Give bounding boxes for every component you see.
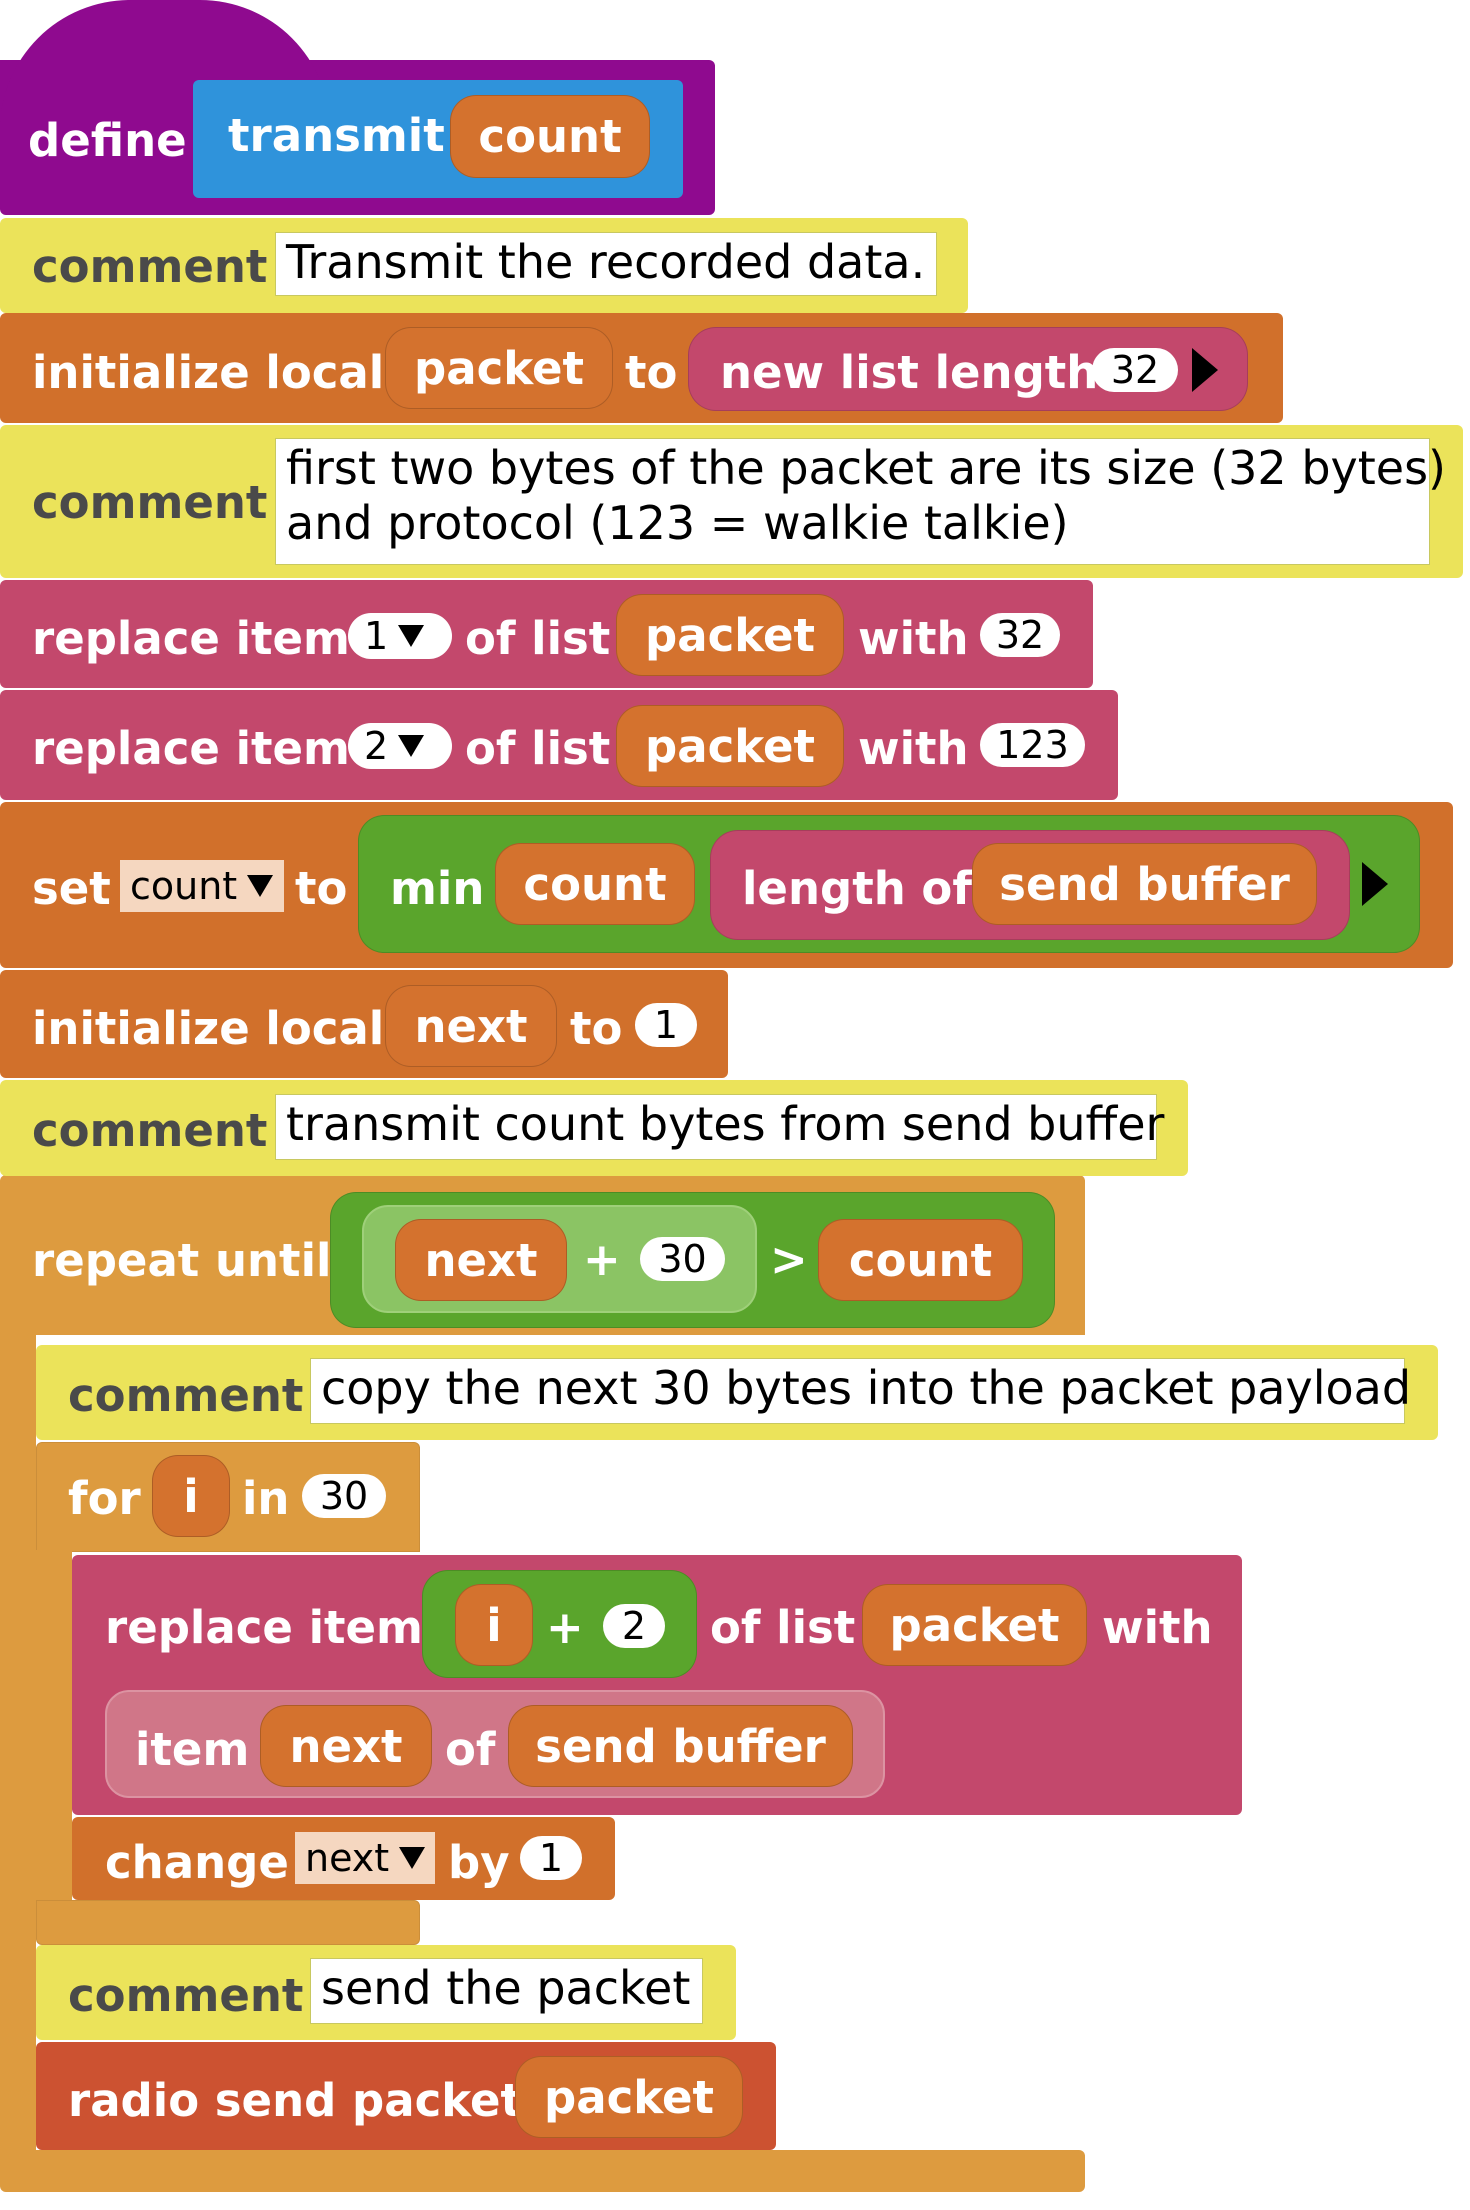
with-keyword-3: with — [1102, 1601, 1213, 1654]
set-var-dropdown-value: count — [130, 864, 238, 908]
comment-keyword-2: comment — [32, 476, 268, 529]
change-keyword: change — [105, 1836, 289, 1889]
index-dropdown-1[interactable]: 1 — [348, 613, 452, 659]
comment-text-2[interactable]: first two bytes of the packet are its si… — [275, 438, 1446, 565]
comment-keyword-3: comment — [32, 1104, 268, 1157]
comment-keyword-1: comment — [32, 240, 268, 293]
list-var-packet-1[interactable]: packet — [616, 594, 844, 676]
min-arg-count[interactable]: count — [495, 843, 695, 925]
list-var-packet-2[interactable]: packet — [616, 705, 844, 787]
index-var-i[interactable]: i — [455, 1584, 533, 1666]
procedure-name: transmit — [228, 109, 445, 162]
expand-arrow-icon[interactable] — [1192, 348, 1218, 392]
by-keyword: by — [448, 1836, 510, 1889]
procedure-parameter[interactable]: count — [450, 95, 650, 178]
min-keyword: min — [390, 862, 485, 915]
set-keyword: set — [32, 862, 111, 915]
new-list-length-label: new list length — [720, 346, 1099, 399]
change-var-dropdown[interactable]: next — [295, 1832, 435, 1884]
length-of-arg-send-buffer[interactable]: send buffer — [972, 843, 1317, 925]
repeat-var-next[interactable]: next — [395, 1219, 567, 1301]
dropdown-arrow-icon — [398, 735, 425, 757]
index-dropdown-2[interactable]: 2 — [348, 723, 452, 769]
init-to-keyword-1: to — [625, 346, 678, 399]
dropdown-arrow-icon — [247, 875, 274, 897]
dropdown-arrow-icon — [399, 1847, 426, 1869]
item-var-next[interactable]: next — [260, 1705, 432, 1787]
comment-text-5[interactable]: send the packet — [310, 1958, 703, 2024]
index-dropdown-value-2: 2 — [364, 724, 389, 768]
init-local-keyword-2: initialize local — [32, 1002, 385, 1055]
of-keyword: of — [445, 1723, 496, 1776]
replace-value-1[interactable]: 32 — [980, 613, 1060, 657]
for-loop-arm — [36, 1550, 72, 1900]
comment-text-2-line-2: and protocol (123 = walkie talkie) — [286, 496, 1069, 551]
local-var-packet[interactable]: packet — [385, 327, 613, 409]
change-amount[interactable]: 1 — [520, 1836, 582, 1880]
comment-text-1[interactable]: Transmit the recorded data. — [275, 232, 937, 296]
define-keyword: define — [28, 114, 187, 167]
index-dropdown-value-1: 1 — [364, 614, 389, 658]
repeat-amount[interactable]: 30 — [640, 1237, 725, 1281]
for-loop-footer — [36, 1900, 420, 1945]
replace-item-keyword-2: replace item — [32, 722, 350, 775]
in-keyword: in — [242, 1472, 290, 1525]
plus-operator-2: + — [546, 1601, 584, 1654]
repeat-until-footer — [0, 2150, 1085, 2192]
comment-text-4[interactable]: copy the next 30 bytes into the packet p… — [310, 1358, 1411, 1424]
comment-text-2-line-1: first two bytes of the packet are its si… — [286, 441, 1446, 495]
with-keyword-1: with — [858, 612, 969, 665]
dropdown-arrow-icon — [398, 625, 425, 647]
set-to-keyword: to — [295, 862, 348, 915]
comment-keyword-5: comment — [68, 1969, 304, 2022]
init-local-next-block[interactable] — [0, 970, 728, 1078]
of-list-keyword-3: of list — [710, 1601, 856, 1654]
new-list-length-value[interactable]: 32 — [1092, 348, 1178, 392]
replace-item-block-1[interactable] — [0, 580, 1093, 688]
change-var-dropdown-value: next — [305, 1836, 390, 1880]
repeat-until-keyword: repeat until — [32, 1234, 332, 1287]
radio-send-packet-keyword: radio send packet — [68, 2074, 522, 2127]
set-var-dropdown[interactable]: count — [120, 860, 284, 912]
comment-keyword-4: comment — [68, 1369, 304, 1422]
plus-operator-1: + — [583, 1233, 621, 1286]
replace-value-2[interactable]: 123 — [980, 723, 1085, 767]
for-loop-var[interactable]: i — [152, 1455, 230, 1537]
init-to-keyword-2: to — [570, 1002, 623, 1055]
radio-arg-packet[interactable]: packet — [515, 2056, 743, 2138]
item-keyword: item — [135, 1723, 250, 1776]
length-of-keyword: length of — [742, 862, 972, 915]
list-var-packet-3[interactable]: packet — [862, 1584, 1087, 1666]
with-keyword-2: with — [858, 722, 969, 775]
item-source-send-buffer[interactable]: send buffer — [508, 1705, 853, 1787]
repeat-var-count[interactable]: count — [818, 1219, 1023, 1301]
replace-item-block-2[interactable] — [0, 690, 1118, 800]
index-offset[interactable]: 2 — [603, 1604, 665, 1648]
for-keyword: for — [68, 1472, 141, 1525]
greater-than-operator: > — [770, 1233, 808, 1286]
init-local-keyword-1: initialize local — [32, 346, 385, 399]
repeat-until-arm — [0, 1330, 36, 2180]
replace-item-keyword-3: replace item — [105, 1601, 423, 1654]
for-loop-count[interactable]: 30 — [302, 1474, 386, 1518]
replace-item-keyword-1: replace item — [32, 612, 350, 665]
of-list-keyword-2: of list — [465, 722, 611, 775]
of-list-keyword-1: of list — [465, 612, 611, 665]
init-next-value[interactable]: 1 — [635, 1003, 697, 1047]
expand-arrow-icon[interactable] — [1362, 862, 1388, 906]
local-var-next[interactable]: next — [385, 985, 557, 1067]
comment-text-3[interactable]: transmit count bytes from send buffer — [275, 1094, 1164, 1160]
